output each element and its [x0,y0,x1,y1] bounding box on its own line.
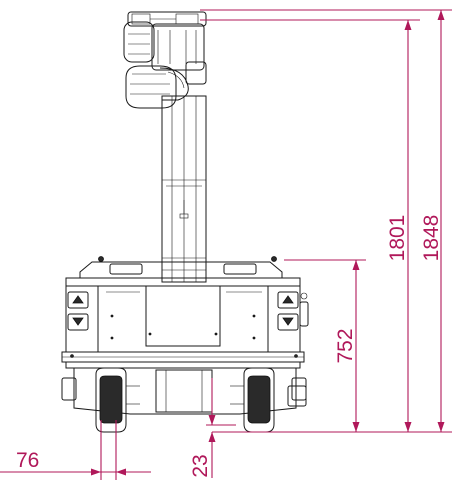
dimension-total-height-label: 1848 [420,215,443,262]
chassis-frame [61,351,307,415]
base-body [65,256,309,353]
dimension-base-height [284,259,366,432]
column [161,95,207,283]
dimension-ground-clearance-label: 23 [189,454,212,477]
dimension-base-height-label: 752 [334,328,357,363]
dimension-ground-clearance [206,378,236,478]
dimension-column-height [200,19,420,432]
wheel-left [95,367,140,433]
dimension-wheel-width [0,420,151,480]
dimension-total-height [200,9,452,432]
wheel-right [230,367,275,433]
robot-arm [123,11,207,109]
dimension-column-height-label: 1801 [386,215,409,262]
dimension-wheel-width-label: 76 [16,449,39,472]
